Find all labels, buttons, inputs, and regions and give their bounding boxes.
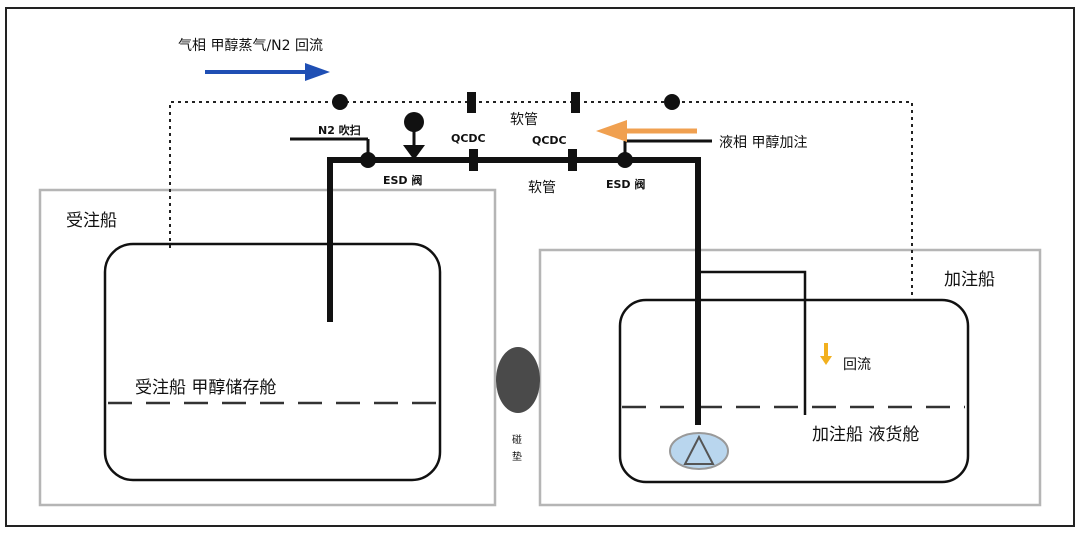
actuator-head — [404, 112, 424, 132]
pump-symbol — [683, 434, 715, 465]
esd-valve-right — [617, 152, 633, 168]
receiving-tank — [103, 242, 442, 482]
liquid-line — [327, 157, 701, 425]
label-receiving-ship: 受注船 — [66, 211, 117, 231]
vapor-qcdc-right — [571, 92, 580, 113]
return-pipe — [700, 270, 807, 415]
vapor-arrow — [205, 63, 330, 81]
pump — [669, 432, 729, 470]
label-hose-top: 软管 — [510, 112, 538, 128]
label-liquid-fill: 液相 甲醇加注 — [719, 134, 807, 151]
fender — [496, 347, 540, 413]
label-hose-bottom: 软管 — [528, 180, 556, 196]
label-n2-purge: N2 吹扫 — [318, 123, 361, 137]
receiving-ship-hull — [38, 188, 497, 507]
label-esd-left: ESD 阀 — [383, 173, 422, 187]
label-qcdc-left: QCDC — [451, 132, 486, 145]
vapor-return-line — [169, 101, 913, 300]
label-fender-1: 碰 — [512, 433, 522, 446]
label-receiving-tank: 受注船 甲醇储存舱 — [135, 378, 276, 398]
label-fender-2: 垫 — [512, 450, 522, 463]
label-bunkering-ship: 加注船 — [944, 270, 995, 290]
vapor-qcdc-left — [467, 92, 476, 113]
liquid-qcdc-left — [469, 149, 478, 171]
esd-valve-left — [360, 152, 376, 168]
vapor-valve-left — [332, 94, 348, 110]
bunkering-tank — [618, 298, 970, 484]
label-bunkering-tank: 加注船 液货舱 — [812, 425, 919, 445]
label-return-flow: 回流 — [843, 357, 871, 373]
bunkering-ship-hull — [538, 248, 1042, 507]
liquid-arrow — [596, 120, 697, 142]
actuator-valve-body — [403, 145, 425, 160]
liquid-qcdc-right — [568, 149, 577, 171]
label-esd-right: ESD 阀 — [606, 177, 645, 191]
return-arrow — [820, 343, 832, 365]
outer-frame — [5, 7, 1075, 527]
label-qcdc-right: QCDC — [532, 134, 567, 147]
label-vapor-return: 气相 甲醇蒸气/N2 回流 — [178, 37, 323, 54]
vapor-valve-right — [664, 94, 680, 110]
